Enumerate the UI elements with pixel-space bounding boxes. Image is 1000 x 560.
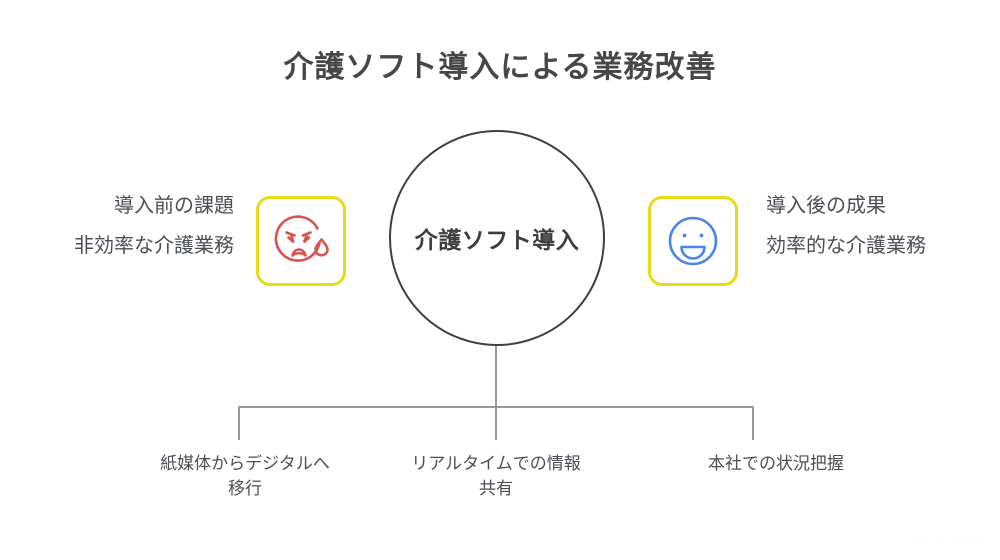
after-icon-box xyxy=(648,196,738,286)
center-circle-node: 介護ソフト導入 xyxy=(389,130,605,346)
watermark: illustration xyxy=(913,535,984,550)
before-text-block: 導入前の課題 非効率な介護業務 xyxy=(0,196,234,256)
after-text-block: 導入後の成果 効率的な介護業務 xyxy=(766,196,1000,256)
outcome-label-1-line2: 移行 xyxy=(228,478,262,498)
outcome-label-2-line1: リアルタイムでの情報 xyxy=(411,454,581,473)
after-heading: 導入後の成果 xyxy=(766,195,886,217)
before-detail: 非効率な介護業務 xyxy=(74,235,234,257)
connector-horizontal-bar xyxy=(238,406,754,408)
connector-stem-vertical xyxy=(495,346,497,440)
outcome-label-2-line2: 共有 xyxy=(479,478,513,498)
before-icon-box xyxy=(256,196,346,286)
outcome-label-3: 本社での状況把握 xyxy=(676,452,876,477)
sad-crying-face-icon xyxy=(270,210,332,272)
before-heading: 導入前の課題 xyxy=(114,195,234,217)
connector-drop-right xyxy=(752,406,754,440)
outcome-label-2: リアルタイムでの情報 共有 xyxy=(396,452,596,501)
outcome-label-3-line1: 本社での状況把握 xyxy=(708,454,844,473)
outcome-label-1: 紙媒体からデジタルへ 移行 xyxy=(145,452,345,501)
page-title: 介護ソフト導入による業務改善 xyxy=(283,51,717,84)
center-circle-label: 介護ソフト導入 xyxy=(414,227,580,253)
connector-drop-left xyxy=(238,406,240,440)
outcome-label-1-line1: 紙媒体からデジタルへ xyxy=(160,454,330,473)
after-detail: 効率的な介護業務 xyxy=(766,235,926,257)
happy-smiling-face-icon xyxy=(662,210,724,272)
